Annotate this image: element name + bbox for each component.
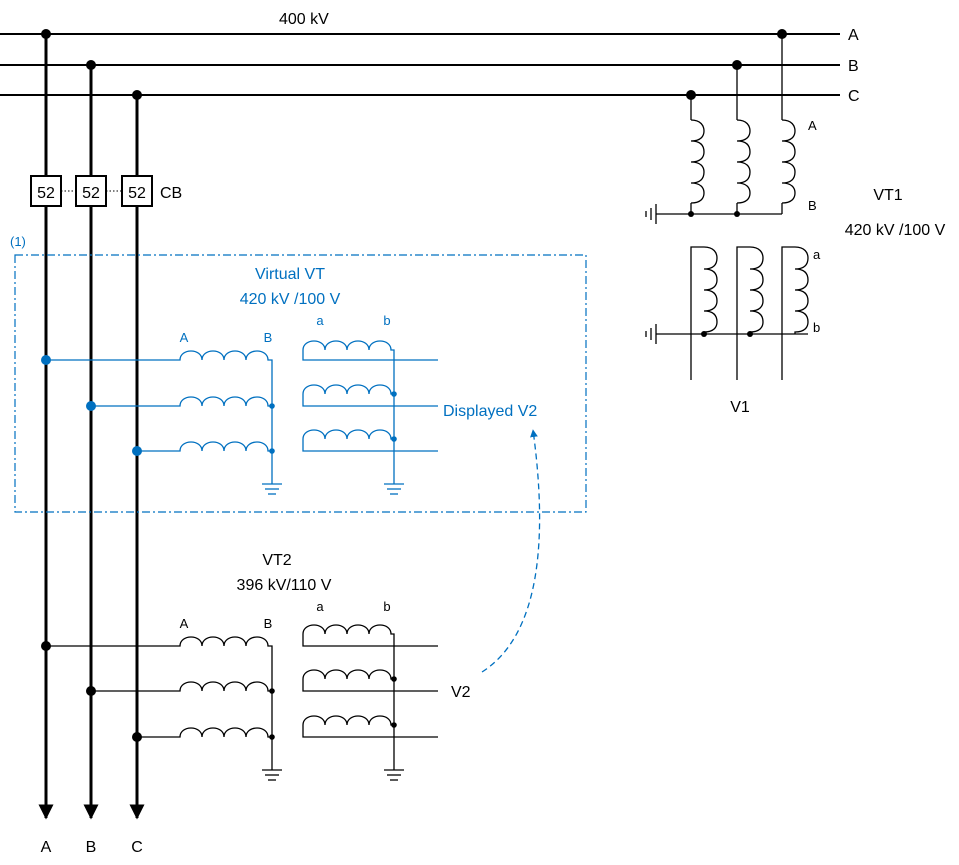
junction-dot	[391, 722, 397, 728]
bus-phase-label-a: A	[848, 27, 859, 44]
vt1-name: VT1	[873, 187, 902, 204]
bus-voltage-label: 400 kV	[279, 11, 329, 28]
vt1-primary-coil	[690, 119, 705, 204]
junction-dot	[688, 211, 694, 217]
vt1-sec-terminal-upper: a	[813, 247, 821, 262]
output-label-a: A	[41, 839, 52, 856]
vt1-ratio: 420 kV /100 V	[845, 222, 946, 239]
vt1-measured-label: V1	[730, 399, 750, 416]
junction-dot	[734, 211, 740, 217]
virtual-vt-terminal-b-sec: b	[383, 313, 390, 328]
ground-icon	[384, 769, 404, 781]
vt1-secondary-coil	[690, 246, 718, 380]
junction-dot	[701, 331, 707, 337]
virtual-vt-frame	[14, 254, 587, 513]
vt2-terminal-b-sec: b	[383, 599, 390, 614]
vt2: VT2 396 kV/110 V A B a b V2	[41, 552, 471, 781]
vt1-terminal-upper: A	[808, 118, 817, 133]
bus-phase-label-b: B	[848, 58, 859, 75]
virtual-secondary-coil	[302, 340, 438, 484]
vt1: A B VT1 420 kV /100 V a b V1	[645, 34, 946, 416]
junction-dot	[391, 391, 397, 397]
junction-dot	[391, 676, 397, 682]
mapping-arrow	[481, 429, 541, 673]
vt2-primary-coil	[91, 681, 272, 692]
vt1-terminal-lower: B	[808, 198, 817, 213]
vt2-secondary-coil	[302, 624, 438, 770]
ground-icon	[262, 769, 282, 781]
virtual-vt-terminal-a-sec: a	[316, 313, 324, 328]
vt2-terminal-b: B	[264, 616, 273, 631]
vt2-ratio: 396 kV/110 V	[237, 577, 332, 594]
vt1-primary-coil	[781, 119, 796, 204]
vt2-secondary-coil	[302, 715, 438, 738]
displayed-v2-label: Displayed V2	[443, 403, 537, 420]
virtual-primary-coil	[137, 441, 272, 452]
virtual-vt: (1) Virtual VT 420 kV /100 V A B a b Dis…	[10, 234, 587, 513]
junction-dot	[269, 403, 275, 409]
vt2-terminal-a: A	[180, 616, 189, 631]
feeders: 52 52 52 CB A B C	[30, 34, 182, 856]
virtual-secondary-coil	[302, 429, 438, 452]
vt2-terminal-a-sec: a	[316, 599, 324, 614]
vt1-sec-terminal-lower: b	[813, 320, 820, 335]
junction-dot	[269, 688, 275, 694]
vt1-primary-coil	[736, 119, 751, 204]
breaker-label: 52	[82, 185, 100, 202]
bus-phase-label-c: C	[848, 88, 860, 105]
vt2-primary-coil	[137, 727, 272, 738]
output-label-b: B	[86, 839, 97, 856]
vt1-secondary-coil	[736, 246, 764, 380]
virtual-primary-coil	[91, 396, 272, 407]
ground-icon	[384, 483, 404, 495]
vt1-secondary-coil	[781, 246, 809, 380]
junction-dot	[747, 331, 753, 337]
ground-icon	[645, 324, 657, 344]
ground-icon	[262, 483, 282, 495]
virtual-vt-name: Virtual VT	[255, 266, 325, 283]
virtual-vt-ratio: 420 kV /100 V	[240, 291, 341, 308]
breaker-label: 52	[37, 185, 55, 202]
junction-dot	[391, 436, 397, 442]
output-label-c: C	[131, 839, 143, 856]
virtual-vt-terminal-b: B	[264, 330, 273, 345]
junction-dot	[269, 734, 275, 740]
breaker-label: 52	[128, 185, 146, 202]
virtual-primary-coil	[46, 350, 273, 484]
busbar: 400 kV A B C	[0, 11, 860, 105]
vt2-primary-coil	[46, 636, 273, 770]
ground-icon	[645, 204, 657, 224]
note-marker: (1)	[10, 234, 26, 249]
junction-dot	[269, 448, 275, 454]
breaker-name: CB	[160, 185, 182, 202]
v2-label: V2	[451, 684, 471, 701]
virtual-secondary-coil	[302, 384, 438, 407]
vt2-name: VT2	[262, 552, 291, 569]
virtual-vt-terminal-a: A	[180, 330, 189, 345]
vt2-secondary-coil	[302, 669, 438, 692]
